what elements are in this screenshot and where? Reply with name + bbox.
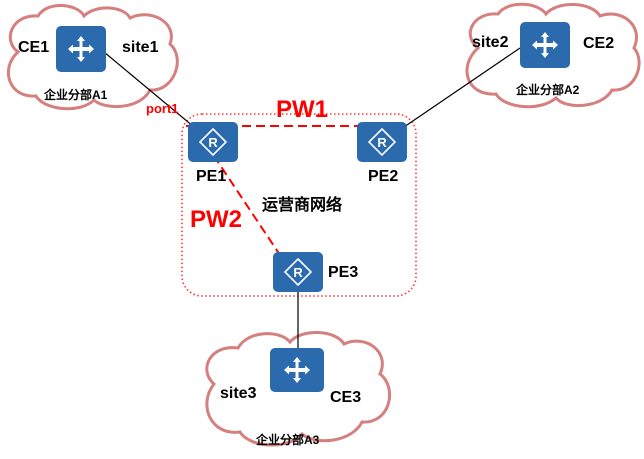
- port1-label: port1: [146, 101, 179, 116]
- pw1-label: PW1: [276, 96, 329, 123]
- pe1-router-icon: [188, 122, 238, 162]
- site2-label: site2: [472, 34, 509, 51]
- site3-label: site3: [220, 385, 257, 402]
- ce1-switch-icon: [56, 26, 106, 72]
- pe2-router-icon: [357, 122, 407, 162]
- ce3-label: CE3: [330, 389, 362, 406]
- ce3-switch-icon: [270, 348, 324, 392]
- ce1-label: CE1: [18, 39, 50, 56]
- ce2-switch-icon: [520, 22, 570, 68]
- pe2-label: PE2: [368, 168, 399, 185]
- branch-a1-label: 企业分部A1: [44, 88, 108, 102]
- provider-network-boundary: [181, 113, 417, 297]
- provider-network-label: 运营商网络: [262, 197, 343, 214]
- pe3-router-icon: [273, 252, 323, 292]
- branch-a3-label: 企业分部A3: [256, 433, 320, 447]
- pe1-label: PE1: [196, 168, 227, 185]
- branch-a2-label: 企业分部A2: [516, 83, 580, 97]
- ce2-label: CE2: [583, 35, 615, 52]
- pe3-label: PE3: [328, 264, 359, 281]
- site1-label: site1: [122, 39, 159, 56]
- pw2-label: PW2: [190, 206, 243, 233]
